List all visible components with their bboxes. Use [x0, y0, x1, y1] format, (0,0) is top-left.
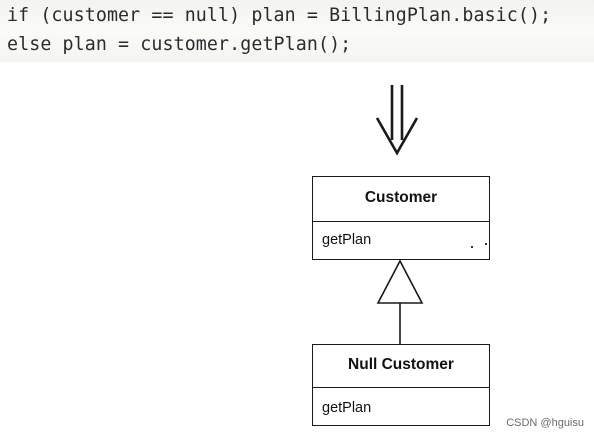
inheritance-triangle-icon: [376, 259, 424, 304]
scan-speck: [471, 246, 473, 248]
method-get-plan: getPlan: [322, 232, 372, 248]
code-snippet: if (customer == null) plan = BillingPlan…: [0, 0, 594, 62]
double-down-arrow-icon: [375, 85, 419, 156]
class-name-customer: Customer: [364, 189, 438, 206]
code-line-else: else plan = customer.getPlan();: [7, 34, 352, 55]
class-box-customer: Customer getPlan: [312, 176, 490, 260]
watermark: CSDN @hguisu: [506, 417, 584, 429]
inheritance-arrow: [376, 259, 424, 344]
class-box-null-customer: Null Customer getPlan: [312, 344, 490, 426]
class-name-null-customer: Null Customer: [348, 356, 454, 373]
scan-speck: [485, 243, 487, 245]
class-divider: [313, 387, 489, 388]
code-line-if: if (customer == null) plan = BillingPlan…: [7, 5, 552, 26]
class-divider: [313, 221, 489, 222]
method-get-plan: getPlan: [322, 400, 372, 416]
